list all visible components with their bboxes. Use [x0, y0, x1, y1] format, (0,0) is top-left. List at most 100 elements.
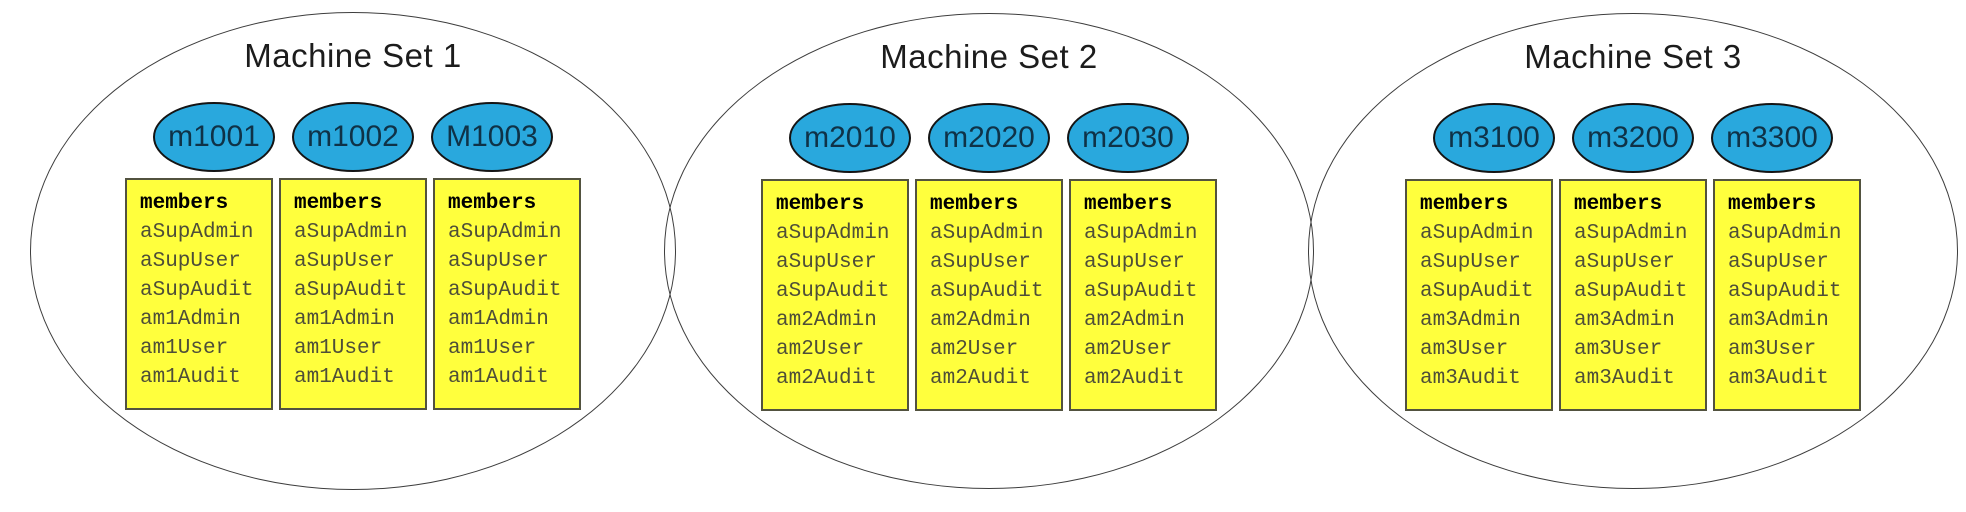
member-item: aSupAdmin [140, 221, 254, 244]
member-item: aSupAdmin [776, 222, 890, 245]
member-item: aSupAdmin [1728, 222, 1842, 245]
machine-node-m3100: m3100 [1433, 103, 1555, 173]
machine-node-m3300: m3300 [1711, 103, 1833, 173]
member-item: am2Admin [776, 309, 877, 332]
member-item: am3Admin [1420, 309, 1521, 332]
machine-set-2-title: Machine Set 2 [880, 38, 1098, 75]
member-item: aSupAudit [1728, 280, 1842, 303]
member-item: am3User [1420, 338, 1509, 361]
member-item: am1Admin [448, 308, 549, 331]
member-item: am2Audit [1084, 367, 1185, 390]
member-item: aSupAudit [294, 279, 408, 302]
machine-set-2: Machine Set 2 m2010 m2020 m2030 members … [664, 13, 1314, 489]
members-header: members [140, 192, 229, 215]
machine-node-label: m1002 [307, 120, 399, 153]
machine-set-1-title: Machine Set 1 [244, 37, 462, 74]
member-item: aSupAudit [776, 280, 890, 303]
members-header: members [294, 192, 383, 215]
member-item: aSupAdmin [1084, 222, 1198, 245]
member-item: aSupUser [930, 251, 1031, 274]
members-header: members [1420, 193, 1509, 216]
member-item: aSupAdmin [1420, 222, 1534, 245]
member-item: aSupUser [140, 250, 241, 273]
machine-node-m3200: m3200 [1572, 103, 1694, 173]
machine-node-m1002: m1002 [292, 102, 414, 172]
machine-node-m2030: m2030 [1067, 103, 1189, 173]
member-item: am3Audit [1420, 367, 1521, 390]
member-item: aSupUser [1728, 251, 1829, 274]
member-item: aSupUser [1574, 251, 1675, 274]
members-header: members [776, 193, 865, 216]
member-item: aSupUser [1084, 251, 1185, 274]
members-box-m1002: members aSupAdmin aSupUser aSupAudit am1… [279, 178, 427, 410]
machine-set-3: Machine Set 3 m3100 m3200 m3300 members … [1308, 13, 1958, 489]
member-item: am1Audit [140, 366, 241, 389]
machine-set-1-member-boxes: members aSupAdmin aSupUser aSupAudit am1… [30, 178, 676, 410]
machine-node-label: m2030 [1082, 121, 1174, 154]
members-header: members [1084, 193, 1173, 216]
machine-set-3-member-boxes: members aSupAdmin aSupUser aSupAudit am3… [1308, 179, 1958, 411]
machine-node-M1003: M1003 [431, 102, 553, 172]
members-box-m3300: members aSupAdmin aSupUser aSupAudit am3… [1713, 179, 1861, 411]
member-item: am2Audit [930, 367, 1031, 390]
machine-node-label: m2010 [804, 121, 896, 154]
members-box-m2010: members aSupAdmin aSupUser aSupAudit am2… [761, 179, 909, 411]
member-item: aSupAdmin [930, 222, 1044, 245]
member-item: aSupUser [1420, 251, 1521, 274]
member-item: am3Admin [1728, 309, 1829, 332]
member-item: am2User [1084, 338, 1173, 361]
member-item: am1User [294, 337, 383, 360]
machine-node-m2020: m2020 [928, 103, 1050, 173]
member-item: am3Audit [1574, 367, 1675, 390]
machine-set-1-nodes: m1001 m1002 M1003 [30, 102, 676, 172]
members-box-m3200: members aSupAdmin aSupUser aSupAudit am3… [1559, 179, 1707, 411]
member-item: aSupAdmin [294, 221, 408, 244]
machine-node-label: m3100 [1448, 121, 1540, 154]
member-item: am1Admin [294, 308, 395, 331]
member-item: am2Admin [930, 309, 1031, 332]
member-item: am3User [1728, 338, 1817, 361]
machine-node-label: m2020 [943, 121, 1035, 154]
machine-node-label: m3300 [1726, 121, 1818, 154]
member-item: aSupAudit [1420, 280, 1534, 303]
member-item: aSupAudit [448, 279, 562, 302]
machine-node-label: m3200 [1587, 121, 1679, 154]
member-item: am1Admin [140, 308, 241, 331]
member-item: aSupUser [448, 250, 549, 273]
member-item: aSupAdmin [448, 221, 562, 244]
member-item: am3Admin [1574, 309, 1675, 332]
members-box-m3100: members aSupAdmin aSupUser aSupAudit am3… [1405, 179, 1553, 411]
member-item: am1Audit [448, 366, 549, 389]
machine-set-3-title: Machine Set 3 [1524, 38, 1742, 75]
member-item: am2Admin [1084, 309, 1185, 332]
members-header: members [1574, 193, 1663, 216]
machine-set-2-nodes: m2010 m2020 m2030 [664, 103, 1314, 173]
member-item: aSupUser [776, 251, 877, 274]
member-item: aSupUser [294, 250, 395, 273]
member-item: am3Audit [1728, 367, 1829, 390]
machine-set-1: Machine Set 1 m1001 m1002 M1003 members … [30, 12, 676, 490]
member-item: aSupAudit [140, 279, 254, 302]
member-item: am2Audit [776, 367, 877, 390]
members-box-m2030: members aSupAdmin aSupUser aSupAudit am2… [1069, 179, 1217, 411]
members-header: members [1728, 193, 1817, 216]
members-box-m2020: members aSupAdmin aSupUser aSupAudit am2… [915, 179, 1063, 411]
machine-set-2-member-boxes: members aSupAdmin aSupUser aSupAudit am2… [664, 179, 1314, 411]
members-header: members [930, 193, 1019, 216]
machine-node-label: M1003 [446, 120, 538, 153]
machine-set-3-nodes: m3100 m3200 m3300 [1308, 103, 1958, 173]
member-item: am3User [1574, 338, 1663, 361]
members-box-m1001: members aSupAdmin aSupUser aSupAudit am1… [125, 178, 273, 410]
members-header: members [448, 192, 537, 215]
member-item: am2User [776, 338, 865, 361]
member-item: aSupAdmin [1574, 222, 1688, 245]
member-item: aSupAudit [930, 280, 1044, 303]
machine-node-label: m1001 [168, 120, 260, 153]
member-item: am1User [140, 337, 229, 360]
machine-node-m2010: m2010 [789, 103, 911, 173]
member-item: aSupAudit [1084, 280, 1198, 303]
member-item: am1Audit [294, 366, 395, 389]
member-item: am1User [448, 337, 537, 360]
members-box-M1003: members aSupAdmin aSupUser aSupAudit am1… [433, 178, 581, 410]
